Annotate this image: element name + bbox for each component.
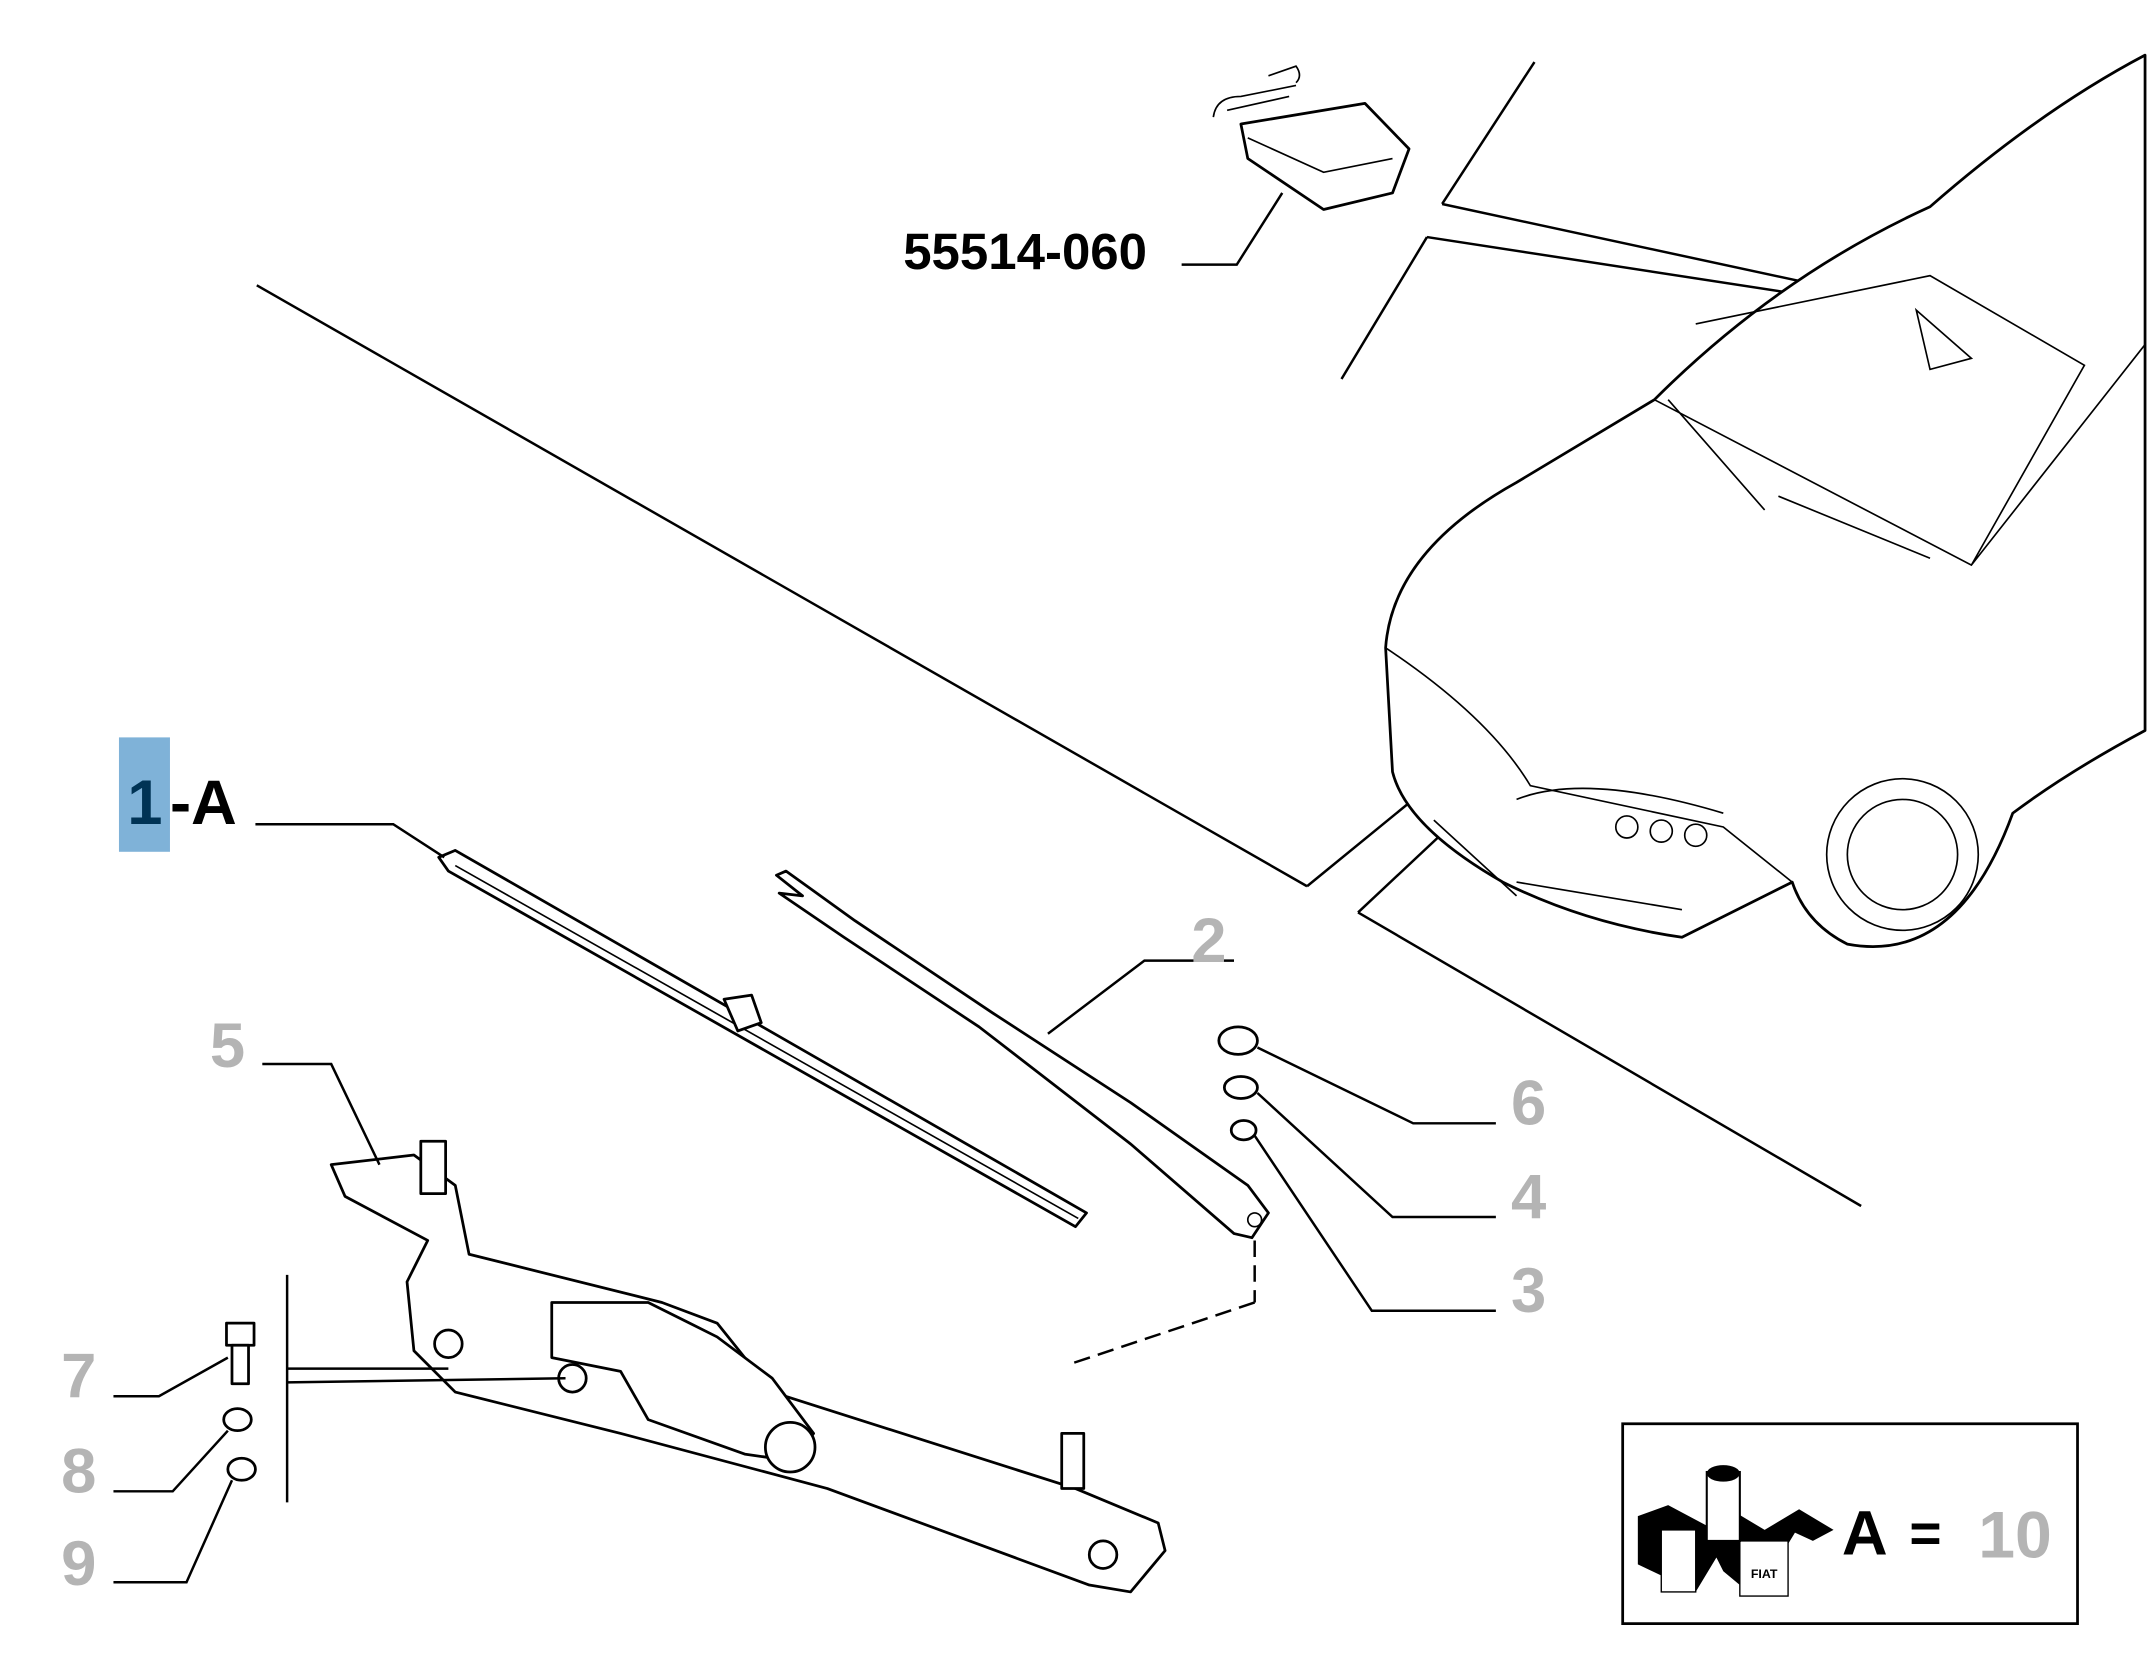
callout-8[interactable]: 8 bbox=[61, 1437, 96, 1507]
callout-9[interactable]: 9 bbox=[61, 1529, 96, 1599]
legend-equals: = bbox=[1909, 1502, 1941, 1564]
callout-2[interactable]: 2 bbox=[1191, 906, 1226, 976]
callout-7[interactable]: 7 bbox=[61, 1342, 96, 1412]
legend-value[interactable]: 10 bbox=[1978, 1498, 2052, 1572]
callout-4[interactable]: 4 bbox=[1511, 1162, 1546, 1232]
highlight-box bbox=[118, 737, 170, 852]
part-number-label: 55514-060 bbox=[903, 223, 1147, 280]
fiat-product-icon: FIAT bbox=[1637, 1465, 1834, 1597]
callout-1-suffix: -A bbox=[170, 768, 237, 838]
wiper-linkage-motor-part bbox=[262, 1062, 1167, 1594]
washers-parts bbox=[1217, 1025, 1496, 1312]
legend-box: FIAT A = 10 bbox=[1621, 1422, 2079, 1626]
callout-3[interactable]: 3 bbox=[1511, 1256, 1546, 1326]
callout-5[interactable]: 5 bbox=[210, 1011, 245, 1081]
callout-1[interactable]: 1 bbox=[127, 768, 162, 838]
rain-sensor-part bbox=[1181, 65, 1411, 266]
callout-6[interactable]: 6 bbox=[1511, 1069, 1546, 1139]
fasteners-parts bbox=[113, 1321, 257, 1584]
car-illustration bbox=[1384, 53, 2147, 948]
wiper-blade-part bbox=[255, 822, 1088, 1229]
section-lines bbox=[256, 61, 1903, 1208]
legend-letter: A bbox=[1842, 1499, 1888, 1569]
wiper-arm-part bbox=[775, 869, 1270, 1366]
fiat-logo-text: FIAT bbox=[1751, 1567, 1778, 1581]
